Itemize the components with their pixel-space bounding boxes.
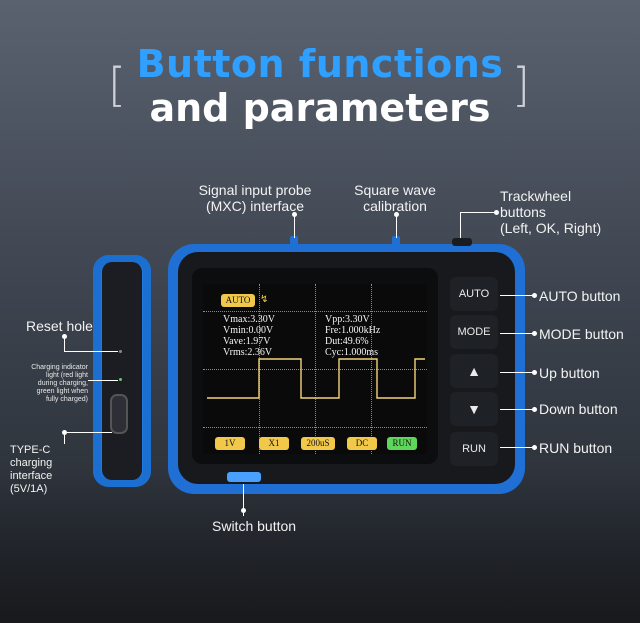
callout-switch-button: Switch button: [212, 518, 297, 534]
leader-line: [500, 295, 534, 296]
leader-dot: [292, 212, 297, 217]
switch-button[interactable]: [227, 472, 261, 482]
calibration-terminal: [392, 236, 400, 246]
leader-line: [64, 432, 65, 444]
up-button[interactable]: ▲: [450, 354, 498, 388]
charging-indicator-light: [119, 378, 122, 381]
reading-cyc: Cyc:1.000ms: [325, 347, 379, 358]
reading-fre: Fre:1.000kHz: [325, 325, 381, 336]
callout-trackwheel: Trackwheel buttons (Left, OK, Right): [500, 188, 602, 236]
callout-run-button: RUN button: [539, 440, 613, 456]
reading-vave: Vave:1.97V: [223, 336, 271, 347]
leader-line: [500, 409, 534, 410]
callout-signal-input: Signal input probe (MXC) interface: [198, 182, 312, 214]
title-bracket-right: ]: [512, 58, 530, 112]
callout-down-button: Down button: [539, 401, 618, 417]
reading-vrms: Vrms:2.36V: [223, 347, 273, 358]
leader-dot: [62, 430, 67, 435]
tag-volts-div: 1V: [215, 437, 245, 450]
leader-line: [500, 333, 534, 334]
grid-line: [315, 284, 316, 454]
leader-dot: [532, 331, 537, 336]
leader-line: [64, 336, 65, 351]
trigger-icon: ↯: [260, 294, 269, 305]
tag-time-div: 200uS: [301, 437, 335, 450]
title-line2: and parameters: [149, 86, 491, 130]
callout-square-wave: Square wave calibration: [354, 182, 436, 214]
leader-dot: [241, 508, 246, 513]
reading-vmax: Vmax:3.30V: [223, 314, 275, 325]
leader-line: [294, 216, 295, 238]
reading-vpp: Vpp:3.30V: [325, 314, 370, 325]
oscilloscope-screen: AUTO ↯ Vmax:3.30V Vmin:0.00V Vave:1.97V …: [203, 284, 427, 454]
leader-dot: [394, 212, 399, 217]
leader-line: [500, 447, 534, 448]
leader-dot: [532, 445, 537, 450]
leader-line: [500, 372, 534, 373]
callout-reset-hole: Reset hole: [26, 318, 93, 334]
leader-dot: [532, 293, 537, 298]
leader-dot: [532, 407, 537, 412]
mode-button[interactable]: MODE: [450, 315, 498, 349]
leader-line: [243, 484, 244, 516]
reading-vmin: Vmin:0.00V: [223, 325, 274, 336]
reset-hole[interactable]: [119, 350, 122, 353]
leader-line: [88, 380, 118, 381]
leader-line: [460, 212, 496, 213]
callout-type-c: TYPE-C charging interface (5V/1A): [10, 444, 53, 495]
floor-shadow: [0, 470, 640, 623]
leader-line: [64, 351, 118, 352]
leader-dot: [62, 334, 67, 339]
side-view-panel: [102, 262, 142, 480]
reading-dut: Dut:49.6%: [325, 336, 369, 347]
callout-auto-button: AUTO button: [539, 288, 621, 304]
mode-tag: AUTO: [221, 294, 255, 307]
type-c-port[interactable]: [110, 394, 128, 434]
title-line1: Button functions: [136, 42, 504, 86]
tag-probe-multiplier: X1: [259, 437, 289, 450]
callout-up-button: Up button: [539, 365, 600, 381]
leader-line: [396, 216, 397, 238]
tag-run-state: RUN: [387, 437, 417, 450]
callout-charging-indicator: Charging indicator light (red light duri…: [31, 364, 88, 403]
leader-dot: [532, 370, 537, 375]
title-bracket-left: [: [108, 58, 126, 112]
leader-line: [460, 212, 461, 238]
trackwheel[interactable]: [452, 238, 472, 246]
leader-line: [64, 432, 112, 433]
auto-button[interactable]: AUTO: [450, 277, 498, 311]
tag-coupling: DC: [347, 437, 377, 450]
probe-interface: [290, 236, 298, 246]
leader-dot: [494, 210, 499, 215]
square-waveform: [207, 358, 425, 399]
grid-line: [371, 284, 372, 454]
down-button[interactable]: ▼: [450, 392, 498, 426]
run-button[interactable]: RUN: [450, 432, 498, 466]
callout-mode-button: MODE button: [539, 326, 624, 342]
